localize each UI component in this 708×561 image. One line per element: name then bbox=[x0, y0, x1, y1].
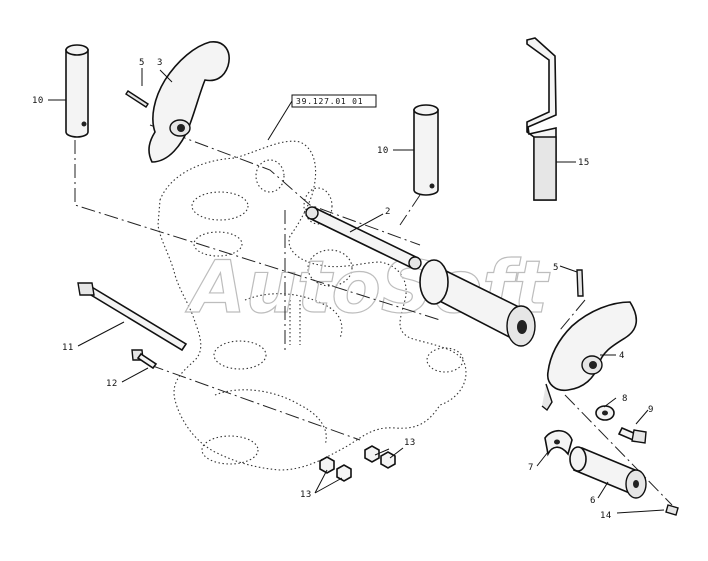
fitting-14 bbox=[665, 504, 679, 516]
bushing-cylinder bbox=[419, 259, 536, 347]
callout-14: 14 bbox=[600, 511, 612, 521]
callout-12: 12 bbox=[106, 379, 118, 389]
roll-pin-5-top bbox=[125, 90, 149, 108]
assembly-axis-lines bbox=[74, 124, 673, 506]
nuts-13 bbox=[319, 445, 396, 482]
knuckle-housing-dotted bbox=[157, 140, 467, 471]
bolt-12 bbox=[131, 349, 158, 370]
roll-pin-5-right bbox=[576, 269, 584, 297]
callout-15: 15 bbox=[578, 158, 590, 168]
callout-10-middle: 10 bbox=[377, 146, 389, 156]
bolt-9 bbox=[617, 426, 647, 444]
callout-13-right: 13 bbox=[404, 438, 416, 448]
callout-10-left: 10 bbox=[32, 96, 44, 106]
cam-plate-3 bbox=[148, 41, 230, 163]
leader-lines bbox=[48, 68, 665, 514]
reference-code: 39.127.01 01 bbox=[296, 97, 363, 106]
callout-8: 8 bbox=[622, 394, 628, 404]
callout-labels: 10 5 3 10 2 15 5 4 11 12 8 9 13 13 7 6 1… bbox=[32, 58, 654, 521]
callout-6: 6 bbox=[590, 496, 596, 506]
bracket-7 bbox=[544, 429, 573, 457]
cam-plate-4 bbox=[541, 301, 638, 412]
callout-5-top: 5 bbox=[139, 58, 145, 68]
callout-11: 11 bbox=[62, 343, 74, 353]
callout-3: 3 bbox=[157, 58, 163, 68]
pin-10-left bbox=[65, 44, 89, 138]
bolt-11 bbox=[77, 282, 188, 352]
shaft-2 bbox=[305, 206, 422, 270]
washer-8 bbox=[595, 405, 615, 421]
callout-9: 9 bbox=[648, 405, 654, 415]
callout-2: 2 bbox=[385, 207, 391, 217]
cylinder-6 bbox=[569, 446, 647, 499]
callout-13-left: 13 bbox=[300, 490, 312, 500]
reference-box: 39.127.01 01 bbox=[267, 94, 377, 141]
callout-7: 7 bbox=[528, 463, 534, 473]
callout-4: 4 bbox=[619, 351, 625, 361]
pin-10-middle bbox=[413, 104, 439, 196]
lever-15 bbox=[526, 37, 557, 201]
callout-5-right: 5 bbox=[553, 263, 559, 273]
